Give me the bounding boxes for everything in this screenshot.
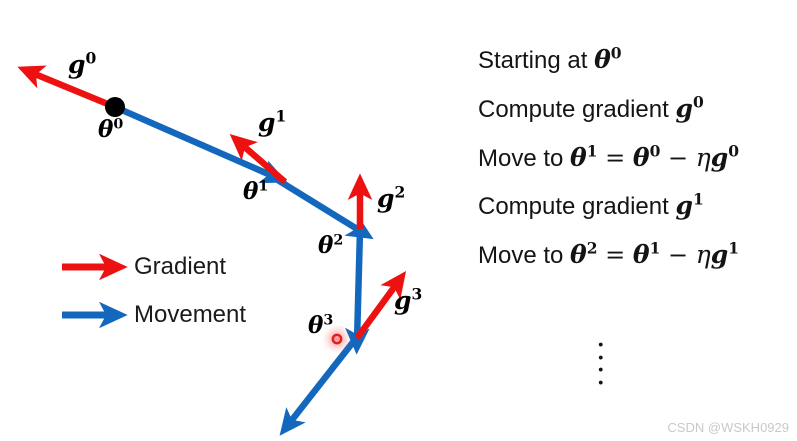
g1-label: g1 — [258, 106, 287, 137]
step-move-theta1: Move to θ1 = θ0 − ηg0 — [478, 141, 788, 173]
step-text: Compute gradient — [478, 193, 676, 221]
math-symbol: g1 — [710, 238, 740, 269]
math-symbol: θ2 — [570, 238, 598, 269]
step-compute-g1: Compute gradient g1 — [478, 189, 788, 221]
movement-arrow-3-next — [279, 334, 360, 436]
g2-label: g2 — [377, 182, 406, 213]
math-symbol: θ1 — [570, 141, 598, 172]
math-operator: = — [597, 241, 633, 269]
vertical-ellipsis-icon: ···· — [596, 328, 606, 401]
step-start: Starting at θ0 — [478, 43, 788, 75]
math-superscript: 0 — [692, 92, 704, 112]
math-operator: − — [660, 143, 696, 172]
theta1-label: θ1 — [243, 178, 269, 205]
math-symbol: g0 — [710, 141, 740, 172]
step-compute-g0: Compute gradient g0 — [478, 92, 788, 124]
step-text: Move to — [478, 242, 571, 269]
math-operator: = — [597, 143, 633, 172]
step-move-theta2: Move to θ2 = θ1 − ηg1 — [478, 238, 788, 270]
math-symbol: g1 — [675, 189, 704, 221]
movement-arrow-0-1 — [113, 104, 288, 184]
legend-arrows — [62, 253, 128, 329]
math-superscript: 1 — [586, 141, 598, 161]
g3-label: g3 — [394, 284, 423, 315]
math-symbol: θ0 — [632, 141, 661, 172]
math-superscript: 1 — [649, 238, 661, 258]
math-symbol: θ1 — [632, 238, 661, 269]
math-superscript: 0 — [649, 141, 661, 161]
theta3-glow — [322, 324, 352, 354]
math-superscript: 1 — [728, 238, 740, 258]
math-symbol: g0 — [675, 92, 704, 123]
step-text: Move to — [478, 144, 571, 172]
learning-rate-eta: η — [695, 240, 711, 269]
g0-label: g0 — [68, 48, 97, 79]
theta2-label: θ2 — [318, 232, 344, 259]
movement-arrow-2-3 — [345, 229, 370, 355]
math-superscript: 0 — [610, 43, 622, 63]
point-markers — [105, 97, 352, 354]
gradient-arrow-g0 — [17, 65, 117, 111]
legend-label-gradient: Gradient — [134, 253, 227, 280]
gradient-arrow-group — [17, 65, 407, 340]
math-superscript: 1 — [692, 189, 704, 209]
legend-label-movement: Movement — [134, 301, 247, 328]
math-superscript: 2 — [586, 238, 598, 258]
math-superscript: 0 — [728, 141, 740, 161]
theta0-dot — [105, 97, 125, 117]
watermark: CSDN @WSKH0929 — [667, 420, 789, 435]
gradient-arrow-g1 — [229, 134, 288, 185]
step-text: Compute gradient — [478, 95, 676, 123]
gradient-arrow-g3 — [354, 270, 407, 340]
theta3-label: θ3 — [308, 312, 334, 339]
math-symbol: θ0 — [594, 43, 622, 74]
theta0-label: θ0 — [98, 116, 124, 143]
movement-arrow-1-2 — [266, 171, 374, 240]
theta3-dot — [331, 333, 343, 345]
movement-arrow-group — [113, 104, 374, 436]
learning-rate-eta: η — [695, 142, 711, 172]
step-text: Starting at — [478, 47, 595, 74]
math-operator: − — [660, 241, 696, 269]
